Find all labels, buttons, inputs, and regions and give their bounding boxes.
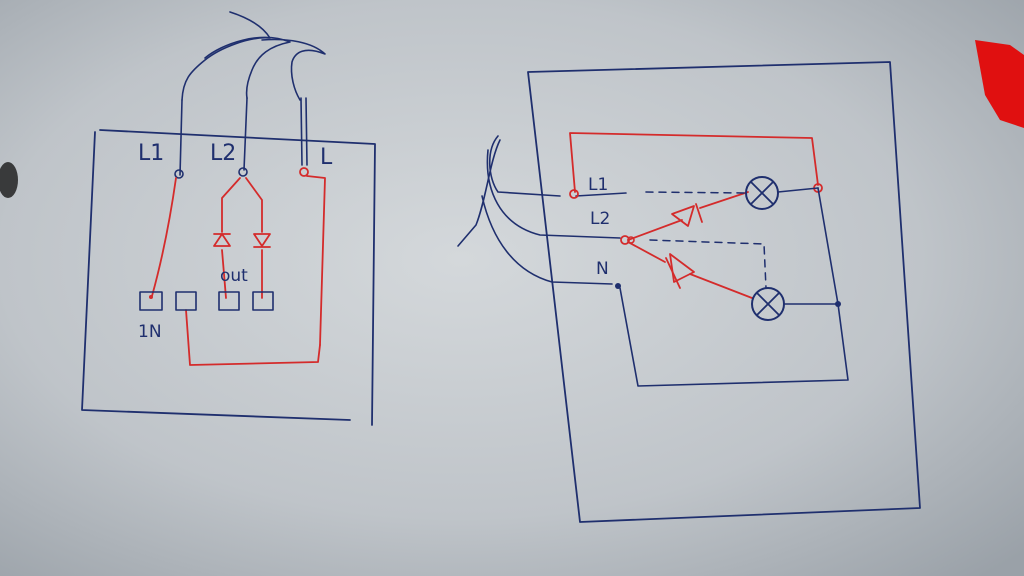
- in-terminal-block-1: [139, 291, 163, 311]
- wire-label-l2: L2: [590, 209, 610, 229]
- red-corner-object: [975, 40, 1024, 128]
- dashed-links: [645, 191, 767, 289]
- dark-edge-object: [0, 162, 18, 198]
- left-diagram: L1 L2 L out: [81, 11, 376, 426]
- incoming-cables: [179, 11, 326, 176]
- terminal-right-l2: [620, 235, 630, 245]
- wire-label-n: N: [596, 259, 609, 279]
- terminal-label-l2: L2: [210, 141, 236, 166]
- right-blue-wiring: [619, 187, 849, 387]
- in-terminal-dot: [149, 295, 153, 299]
- right-diagram: L1 L2 N: [457, 61, 921, 523]
- out-terminal-block-2: [252, 291, 274, 311]
- diode-right: [253, 233, 271, 248]
- out-label: out: [220, 266, 248, 286]
- right-diode-bottom: [665, 253, 695, 289]
- terminal-l: [299, 167, 309, 177]
- right-enclosure-box: [527, 61, 921, 523]
- right-red-wiring: [569, 132, 819, 299]
- left-enclosure-box: [81, 129, 376, 426]
- diode-left: [213, 233, 231, 247]
- in-terminal-block-2: [175, 291, 197, 311]
- wire-label-l1: L1: [588, 175, 608, 195]
- terminal-right-l1: [569, 189, 579, 199]
- in-label: 1N: [138, 322, 162, 342]
- right-diode-top: [671, 203, 703, 227]
- terminal-label-l: L: [320, 145, 333, 170]
- left-red-wiring: [151, 175, 326, 366]
- terminal-label-l1: L1: [138, 141, 164, 166]
- right-incoming-cables: [457, 135, 621, 285]
- out-terminal-block-1: [218, 291, 240, 311]
- terminal-l1: [174, 169, 184, 179]
- terminal-l2: [238, 167, 248, 177]
